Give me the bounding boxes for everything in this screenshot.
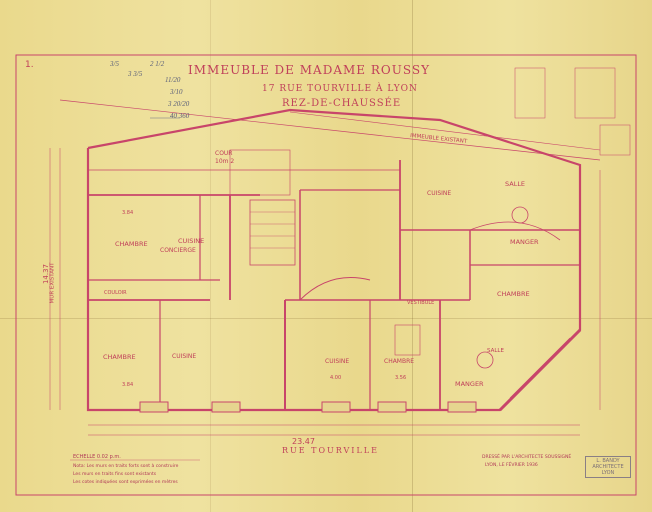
fold-line [0, 318, 652, 319]
legend-note: Les cotes indiquées sont exprimées en mè… [73, 480, 178, 485]
courtyard-area: 10m 2 [215, 158, 235, 165]
table-symbol [511, 206, 529, 224]
existing-building-line [59, 99, 601, 161]
architect-credit: DRESSÉ PAR L'ARCHITECTE SOUSSIGNÉ [482, 455, 572, 460]
courtyard-label: COUR [215, 150, 233, 157]
room-label: SALLE [505, 180, 526, 188]
room-label: CUISINE [178, 237, 205, 245]
pencil-note: 3/10 [170, 88, 183, 96]
dimension-value: 4.00 [330, 375, 342, 381]
pencil-note: 2 1/2 [150, 60, 165, 68]
stamp-line: LYON [601, 470, 615, 476]
room-label: VESTIBULE [407, 300, 435, 306]
building-outline [86, 108, 582, 412]
corner-wall [498, 328, 582, 412]
room-label: CHAMBRE [497, 290, 530, 298]
fold-line [412, 0, 413, 512]
sheet-number: 1. [25, 60, 34, 70]
room-label: SALLE [487, 348, 504, 354]
room-label: CUISINE [172, 353, 197, 360]
depth-dimension: 14.37 [42, 263, 51, 285]
total-width-dimension: 23.47 [292, 437, 315, 446]
legend-note: Les murs en traits fins sont existants [73, 472, 157, 477]
staircase [249, 199, 296, 266]
courtyard-outline [229, 149, 291, 196]
legend-note: Nota: Les murs en traits forts sont à co… [73, 464, 179, 469]
pencil-note: 3 20/20 [168, 100, 190, 108]
dimension-value: 3.84 [122, 382, 134, 388]
stamp-line: L. BANDY [596, 458, 620, 464]
room-label: CUISINE [427, 190, 452, 197]
room-label: CHAMBRE [115, 240, 148, 248]
plan-title: IMMEUBLE DE MADAME ROUSSY [188, 63, 430, 77]
room-label: MANGER [510, 238, 539, 246]
plan-date: LYON, LE FÉVRIER 1936 [485, 463, 538, 468]
room-label: CHAMBRE [103, 353, 136, 361]
bay-wall [299, 277, 371, 301]
drawing-frame [15, 54, 637, 496]
existing-wall-label: MUR EXISTANT [49, 262, 56, 304]
room-label: COULOIR [104, 290, 127, 296]
dimension-value: 3.84 [122, 210, 134, 216]
table-symbol [476, 351, 494, 369]
plan-floor: REZ-DE-CHAUSSÉE [282, 98, 402, 109]
pencil-note: 11/20 [165, 76, 181, 84]
room-label: CONCIERGE [160, 247, 196, 254]
plan-address: 17 RUE TOURVILLE À LYON [262, 84, 418, 94]
room-label: MANGER [455, 380, 484, 388]
pencil-note: 40 360 [170, 112, 190, 120]
pencil-note: 3/5 [110, 60, 119, 68]
scale-label: ECHELLE 0.02 p.m. [73, 454, 121, 460]
fold-line [210, 0, 211, 512]
room-label: CHAMBRE [384, 358, 415, 365]
room-label: CUISINE [325, 358, 350, 365]
dimension-value: 3.56 [395, 375, 407, 381]
street-name: RUE TOURVILLE [282, 446, 379, 455]
pencil-note: 3 3/5 [128, 70, 143, 78]
architect-stamp: L. BANDY ARCHITECTE LYON [585, 456, 631, 478]
stamp-line: ARCHITECTE [592, 464, 624, 470]
